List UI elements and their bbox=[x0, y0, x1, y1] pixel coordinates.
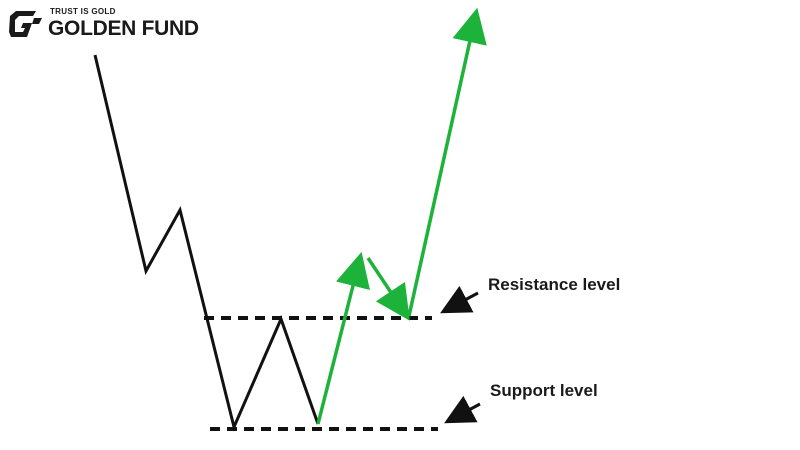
brand-header: TRUST IS GOLD GOLDEN FUND bbox=[6, 4, 226, 44]
golden-fund-logo-icon bbox=[9, 11, 42, 37]
support-level-label: Support level bbox=[490, 381, 598, 400]
support-pointer-arrow bbox=[444, 395, 481, 424]
brand-tagline: TRUST IS GOLD bbox=[50, 7, 116, 16]
resistance-level-label: Resistance level bbox=[488, 275, 620, 294]
resistance-pointer-arrow bbox=[440, 285, 479, 314]
price-path bbox=[93, 54, 320, 432]
pullback-arrow bbox=[366, 257, 410, 321]
rally-arrow bbox=[407, 7, 487, 317]
breakout-arrow bbox=[316, 251, 370, 425]
brand-name: GOLDEN FUND bbox=[48, 17, 199, 40]
